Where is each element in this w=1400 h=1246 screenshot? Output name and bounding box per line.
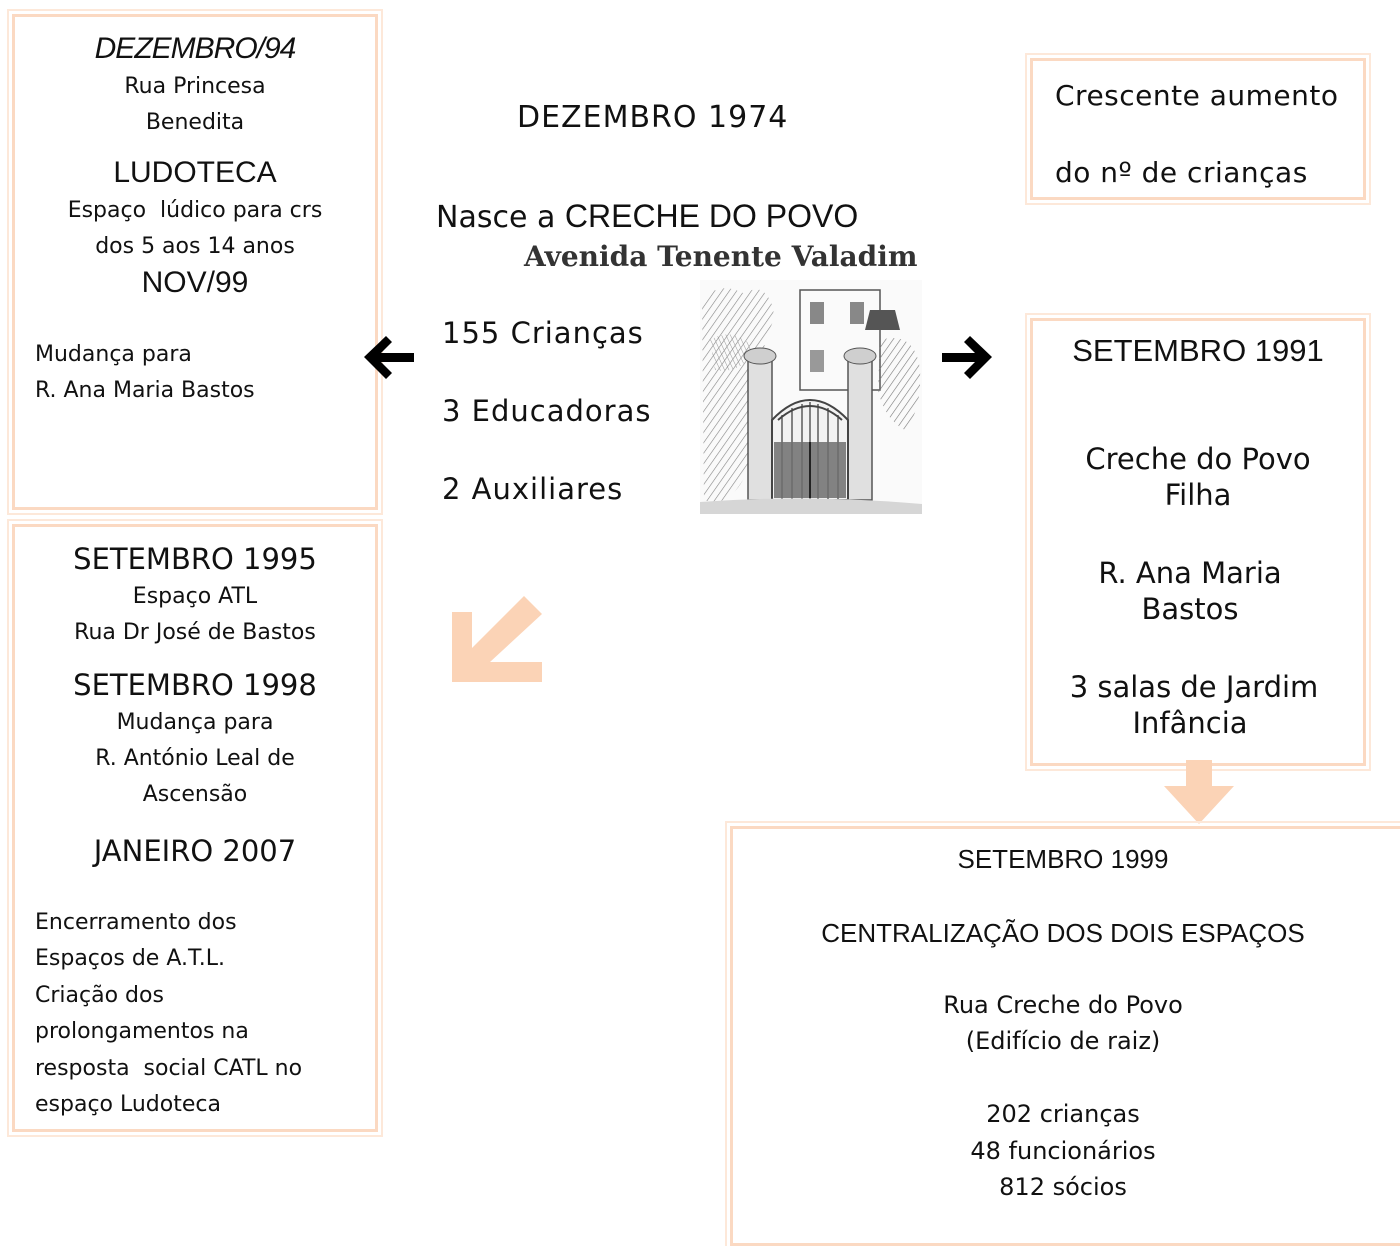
ludoteca-street-line2: Benedita <box>145 110 245 135</box>
growth-box: Crescente aumento do nº de crianças <box>1025 53 1371 205</box>
central-heading: CENTRALIZAÇÃO DOS DOIS ESPAÇOS <box>821 918 1305 948</box>
central-members: 812 sócios <box>999 1173 1127 1201</box>
central-date: SETEMBRO 1999 <box>957 844 1169 874</box>
central-children: 202 crianças <box>986 1100 1140 1128</box>
central-staff: 48 funcionários <box>970 1136 1156 1165</box>
ludoteca-move-line2: R. Ana Maria Bastos <box>35 378 255 403</box>
atl-box: SETEMBRO 1995 Espaço ATL Rua Dr José de … <box>7 519 383 1137</box>
down-arrow-icon <box>1164 760 1234 824</box>
filha-date: SETEMBRO 1991 <box>1072 333 1324 368</box>
filha-rooms-line2: Infância <box>1132 706 1248 740</box>
creche-filha-box: SETEMBRO 1991 Creche do Povo Filha R. An… <box>1025 313 1371 771</box>
atl-end-line2: Espaços de A.T.L. <box>35 946 226 972</box>
atl-move-line1: Mudança para <box>116 710 274 735</box>
growth-line2: do nº de crianças <box>1055 156 1308 189</box>
filha-name-line1: Creche do Povo <box>1085 442 1311 476</box>
ludoteca-desc-line1: Espaço lúdico para crs <box>67 198 323 223</box>
atl-street: Rua Dr José de Bastos <box>74 620 316 645</box>
atl-end-line4: prolongamentos na <box>35 1019 249 1045</box>
atl-end-line5: resposta social CATL no <box>35 1055 303 1081</box>
central-street-note: (Edifício de raiz) <box>965 1027 1161 1055</box>
filha-rooms-line1: 3 salas de Jardim <box>1069 670 1319 704</box>
centralization-box: SETEMBRO 1999 CENTRALIZAÇÃO DOS DOIS ESP… <box>725 821 1400 1246</box>
founding-date: DEZEMBRO 1974 <box>517 100 789 135</box>
filha-name-line2: Filha <box>1164 478 1232 512</box>
atl-date2: SETEMBRO 1998 <box>73 668 317 702</box>
creche-name: CRECHE DO POVO <box>564 198 859 234</box>
filha-address-line2: Bastos <box>1141 592 1239 626</box>
ludoteca-box: DEZEMBRO/94 Rua Princesa Benedita LUDOTE… <box>7 9 383 515</box>
stat-educators: 3 Educadoras <box>442 394 652 428</box>
left-arrow-icon <box>364 336 414 379</box>
ludoteca-heading: LUDOTECA <box>113 156 277 189</box>
original-street: Avenida Tenente Valadim <box>524 240 918 273</box>
stat-assistants: 2 Auxiliares <box>442 472 624 506</box>
atl-move-line2: R. António Leal de <box>95 746 295 771</box>
stat-children: 155 Crianças <box>442 316 644 350</box>
founding-line: Nasce a CRECHE DO POVO <box>436 198 858 235</box>
atl-date3: JANEIRO 2007 <box>93 834 297 868</box>
atl-space: Espaço ATL <box>132 584 258 609</box>
growth-line1: Crescente aumento <box>1055 79 1339 112</box>
atl-end-line1: Encerramento dos <box>35 910 237 935</box>
central-street: Rua Creche do Povo <box>943 991 1183 1019</box>
ludoteca-date: DEZEMBRO/94 <box>94 32 297 65</box>
down-left-arrow-icon <box>452 596 542 682</box>
right-arrow-icon <box>942 336 992 379</box>
atl-end-line3: Criação dos <box>35 982 164 1008</box>
atl-date1: SETEMBRO 1995 <box>73 542 317 576</box>
ludoteca-date2: NOV/99 <box>141 266 249 299</box>
ludoteca-move-line1: Mudança para <box>35 342 192 367</box>
filha-address-line1: R. Ana Maria <box>1098 556 1282 590</box>
founding-prefix: Nasce a <box>436 200 565 235</box>
ludoteca-street-line1: Rua Princesa <box>124 74 266 99</box>
building-sketch-image <box>700 280 922 514</box>
ludoteca-desc-line2: dos 5 aos 14 anos <box>95 234 295 259</box>
atl-end-line6: espaço Ludoteca <box>35 1092 221 1118</box>
atl-move-line3: Ascensão <box>142 782 248 807</box>
